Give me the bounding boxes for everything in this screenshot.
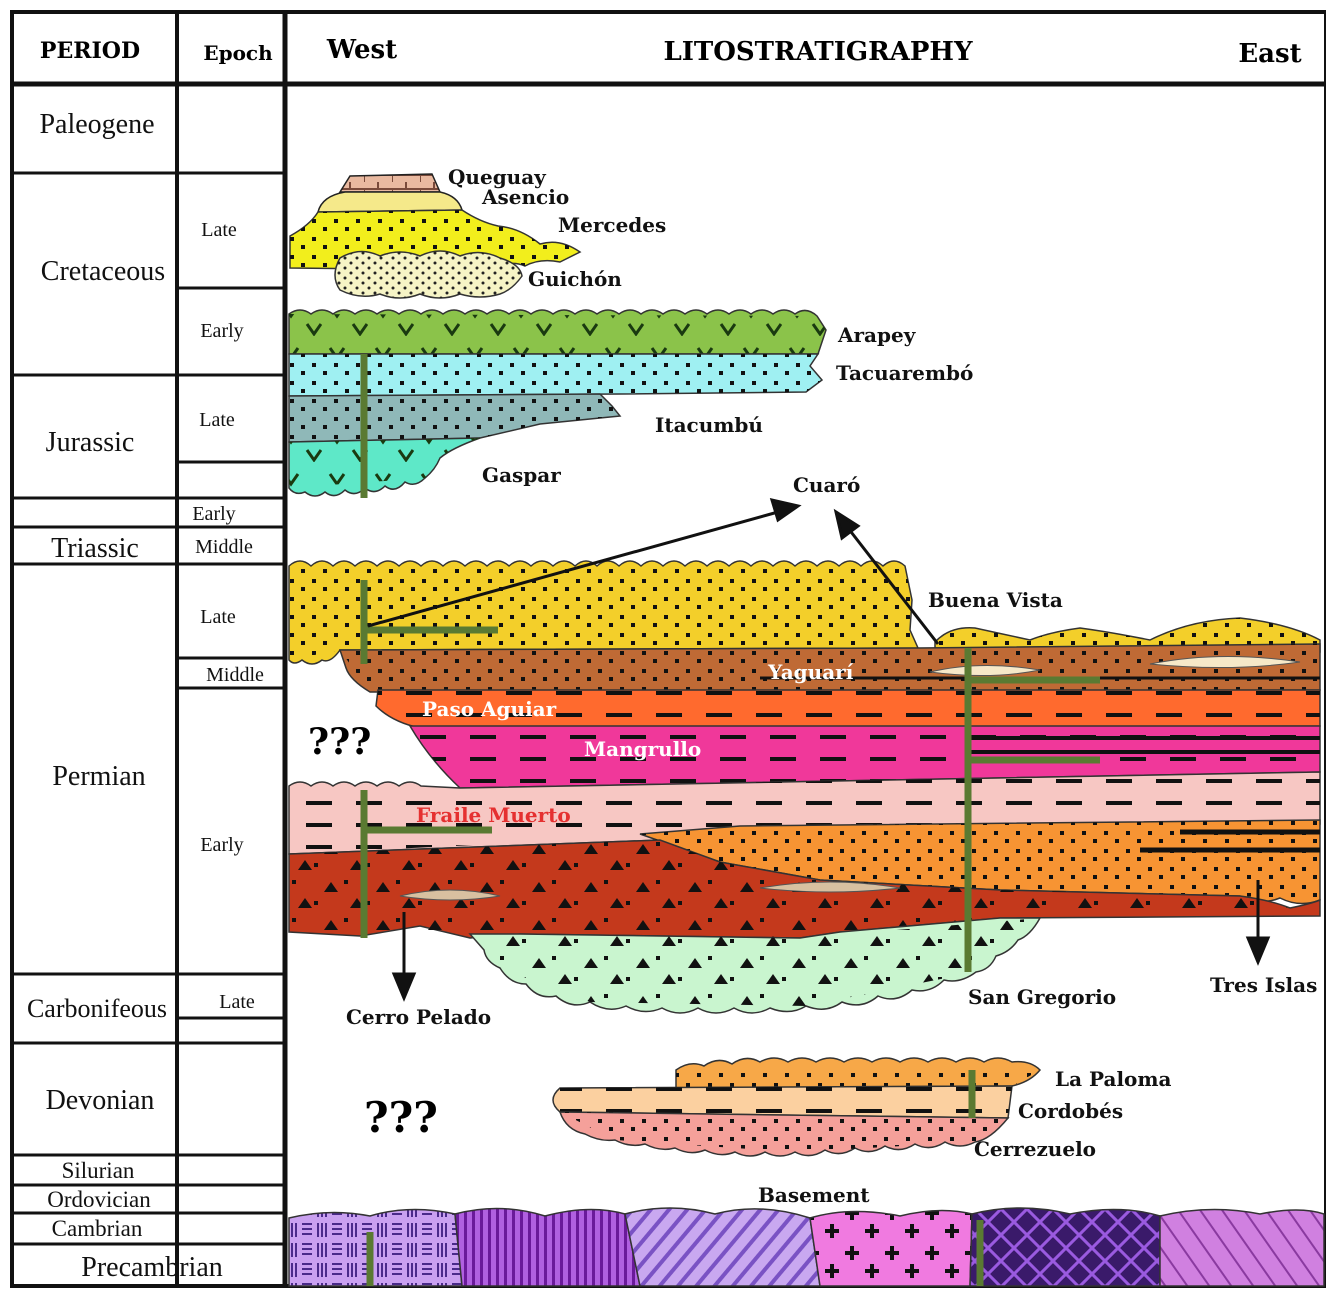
epoch-permian-middle: Middle: [206, 664, 264, 686]
period-dividers: [12, 173, 285, 1244]
label-san-gregorio: San Gregorio: [968, 985, 1116, 1009]
epoch-carboniferous-late: Late: [219, 991, 255, 1013]
label-paso-aguiar: Paso Aguiar: [422, 697, 557, 721]
epoch-permian-early: Early: [200, 834, 243, 856]
epoch-jurassic-late: Late: [199, 409, 235, 431]
header-west: West: [326, 35, 397, 65]
label-gaspar: Gaspar: [482, 463, 561, 487]
label-mercedes: Mercedes: [558, 213, 666, 237]
unit-cerrezuelo: [560, 1112, 1008, 1156]
unit-la-paloma: [676, 1058, 1040, 1088]
unit-tacuarembo: [289, 354, 822, 396]
label-tacuarembo: Tacuarembó: [836, 361, 973, 385]
period-triassic: Triassic: [51, 533, 139, 564]
epoch-triassic-middle: Middle: [195, 536, 253, 558]
label-yaguari: Yaguarí: [767, 660, 854, 684]
epoch-cretaceous-late: Late: [201, 219, 237, 241]
label-cerrezuelo: Cerrezuelo: [974, 1137, 1096, 1161]
unit-arapey: [289, 310, 826, 354]
period-cambrian: Cambrian: [52, 1216, 143, 1241]
period-jurassic: Jurassic: [46, 427, 135, 458]
header-title: LITOSTRATIGRAPHY: [663, 37, 973, 67]
unit-gaspar: [289, 438, 480, 496]
label-tres-islas: Tres Islas: [1210, 973, 1317, 997]
period-silurian: Silurian: [62, 1158, 135, 1183]
epoch-triassic-early: Early: [192, 503, 235, 525]
header-period: PERIOD: [40, 38, 140, 64]
label-la-paloma: La Paloma: [1055, 1067, 1172, 1091]
epoch-dividers: [177, 288, 285, 1018]
unknown-mark-devonian: ???: [364, 1093, 438, 1142]
label-buena-vista: Buena Vista: [928, 588, 1063, 612]
period-devonian: Devonian: [46, 1085, 155, 1116]
label-asencio: Asencio: [481, 185, 569, 209]
period-precambrian: Precambrian: [81, 1252, 223, 1283]
period-ordovician: Ordovician: [47, 1187, 151, 1212]
period-permian: Permian: [52, 761, 145, 792]
unknown-mark-permian: ???: [308, 721, 371, 763]
epoch-permian-late: Late: [200, 606, 236, 628]
label-cerro-pelado: Cerro Pelado: [346, 1005, 491, 1029]
unit-itacumbu: [289, 394, 620, 442]
unit-guichon: [335, 251, 522, 298]
label-itacumbu: Itacumbú: [655, 413, 763, 437]
period-cretaceous: Cretaceous: [41, 256, 165, 287]
unit-basement: [289, 1208, 1324, 1286]
header-epoch: Epoch: [203, 41, 273, 65]
unit-asencio: [318, 192, 462, 212]
label-basement: Basement: [758, 1183, 870, 1207]
label-fraile-muerto: Fraile Muerto: [416, 803, 571, 827]
label-guichon: Guichón: [528, 267, 622, 291]
label-arapey: Arapey: [837, 323, 917, 347]
label-cordobes: Cordobés: [1018, 1099, 1123, 1123]
epoch-cretaceous-early: Early: [200, 320, 243, 342]
label-mangrullo: Mangrullo: [584, 737, 701, 761]
unit-queguay: [340, 174, 440, 192]
period-paleogene: Paleogene: [39, 109, 154, 140]
label-cuaro: Cuaró: [793, 473, 860, 497]
period-carboniferous: Carbonifeous: [27, 994, 167, 1023]
header-east: East: [1238, 39, 1301, 69]
